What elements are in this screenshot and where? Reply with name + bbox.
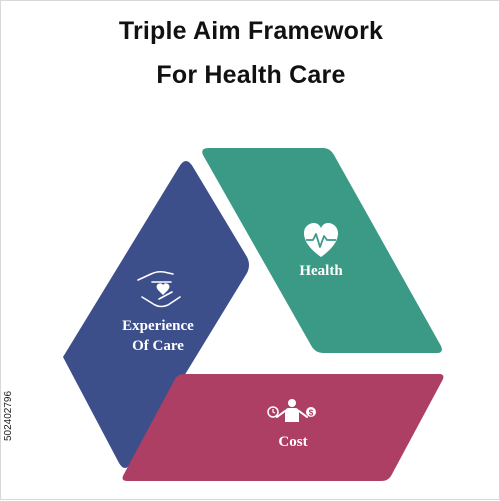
side-id-text: 502402796 [3, 390, 14, 441]
title-line-1: Triple Aim Framework [118, 17, 384, 45]
cost-shape [122, 374, 444, 481]
segment-health: Health [202, 148, 442, 353]
experience-shape [63, 161, 249, 468]
hands-heart-icon [137, 270, 181, 308]
segment-cost: $ Cost [122, 374, 444, 481]
title-line-2: For Health Care [156, 61, 346, 89]
experience-label-line-2: Of Care [132, 338, 184, 354]
heart-pulse-icon [304, 223, 338, 257]
segment-experience-of-care: Experience Of Care [63, 161, 249, 468]
health-label: Health [299, 263, 343, 279]
person-clock-dollar-icon: $ [267, 399, 316, 422]
svg-text:$: $ [309, 409, 314, 418]
experience-label-line-1: Experience [122, 318, 194, 334]
cost-label: Cost [278, 434, 307, 450]
